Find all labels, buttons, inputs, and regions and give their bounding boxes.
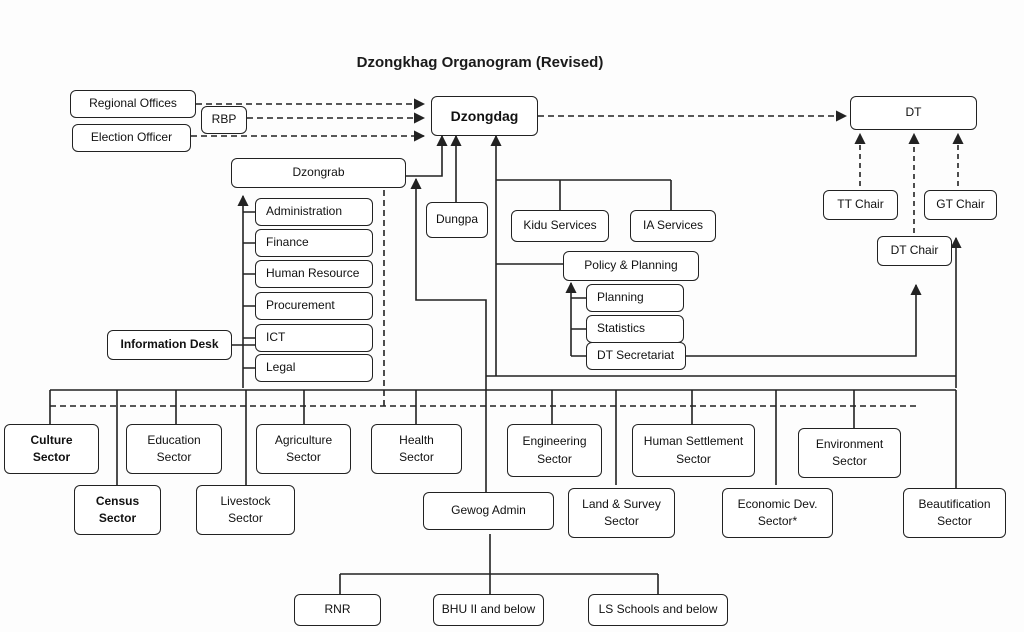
dzongrab-box: Dzongrab — [231, 158, 406, 188]
ia-services-box: IA Services — [630, 210, 716, 242]
bhu-box: BHU II and below — [433, 594, 544, 626]
procurement-box: Procurement — [255, 292, 373, 320]
rnr-box: RNR — [294, 594, 381, 626]
engineering-sector-box: Engineering Sector — [507, 424, 602, 477]
kidu-services-box: Kidu Services — [511, 210, 609, 242]
ls-schools-box: LS Schools and below — [588, 594, 728, 626]
page-title: Dzongkhag Organogram (Revised) — [356, 54, 604, 71]
economic-dev-sector-box: Economic Dev. Sector* — [722, 488, 833, 538]
land-survey-sector-box: Land & Survey Sector — [568, 488, 675, 538]
ict-box: ICT — [255, 324, 373, 352]
finance-box: Finance — [255, 229, 373, 257]
census-sector-box: Census Sector — [74, 485, 161, 535]
gt-chair-box: GT Chair — [924, 190, 997, 220]
gewog-admin-box: Gewog Admin — [423, 492, 554, 530]
election-officer-box: Election Officer — [72, 124, 191, 152]
human-settlement-sector-box: Human Settlement Sector — [632, 424, 755, 477]
dt-chair-box: DT Chair — [877, 236, 952, 266]
dzongdag-box: Dzongdag — [431, 96, 538, 136]
legal-box: Legal — [255, 354, 373, 382]
environment-sector-box: Environment Sector — [798, 428, 901, 478]
education-sector-box: Education Sector — [126, 424, 222, 474]
rbp-box: RBP — [201, 106, 247, 134]
beautification-sector-box: Beautification Sector — [903, 488, 1006, 538]
planning-box: Planning — [586, 284, 684, 312]
dungpa-box: Dungpa — [426, 202, 488, 238]
tt-chair-box: TT Chair — [823, 190, 898, 220]
dt-secretariat-box: DT Secretariat — [586, 342, 686, 370]
culture-sector-box: Culture Sector — [4, 424, 99, 474]
administration-box: Administration — [255, 198, 373, 226]
policy-planning-box: Policy & Planning — [563, 251, 699, 281]
human-resource-box: Human Resource — [255, 260, 373, 288]
statistics-box: Statistics — [586, 315, 684, 343]
agriculture-sector-box: Agriculture Sector — [256, 424, 351, 474]
health-sector-box: Health Sector — [371, 424, 462, 474]
dt-box: DT — [850, 96, 977, 130]
livestock-sector-box: Livestock Sector — [196, 485, 295, 535]
regional-offices-box: Regional Offices — [70, 90, 196, 118]
information-desk-box: Information Desk — [107, 330, 232, 360]
